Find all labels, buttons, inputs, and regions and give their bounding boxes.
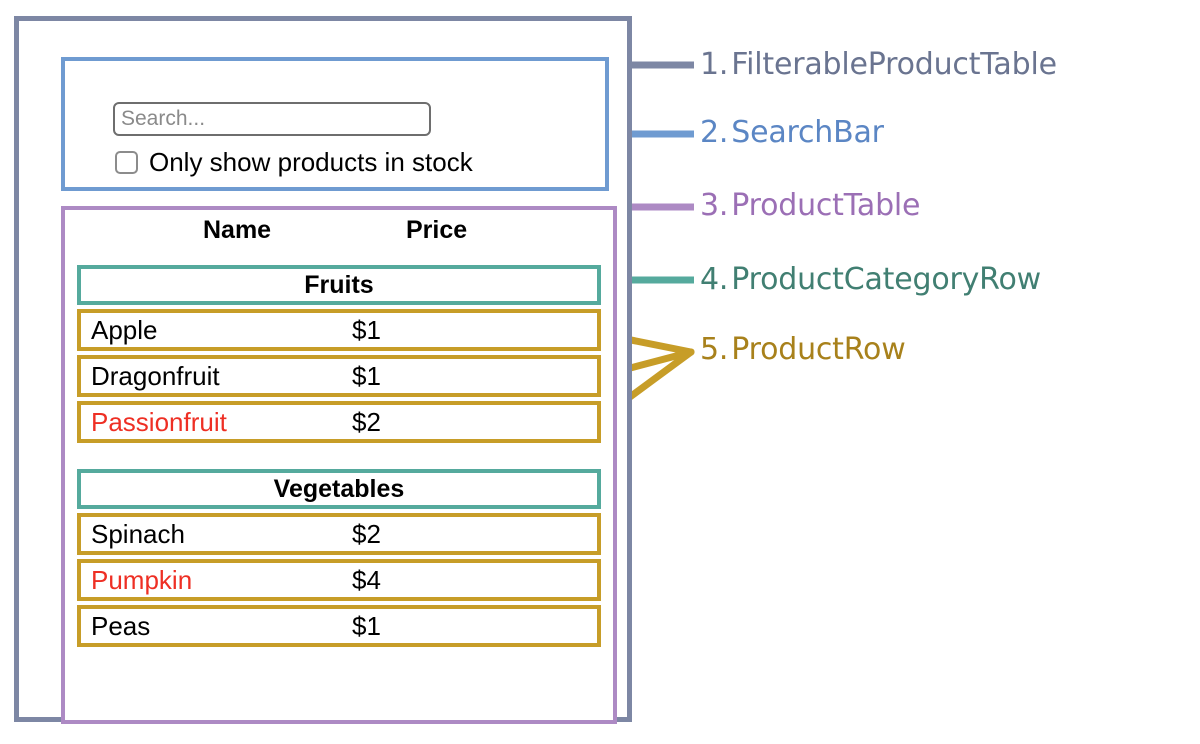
product-price: $1 bbox=[352, 611, 381, 641]
callout-label-product-table: 3.ProductTable bbox=[700, 188, 921, 223]
search-bar-boundary: Only show products in stock bbox=[61, 57, 609, 191]
callout-text: SearchBar bbox=[731, 115, 884, 150]
callout-label-product-row: 5.ProductRow bbox=[700, 335, 906, 365]
in-stock-filter-row[interactable]: Only show products in stock bbox=[115, 149, 473, 175]
product-rows-container: Fruits Apple $1 Dragonfruit $1 Passionfr… bbox=[77, 265, 601, 651]
column-header-price: Price bbox=[406, 216, 468, 244]
product-price: $1 bbox=[352, 315, 381, 345]
product-row: Peas $1 bbox=[77, 605, 601, 647]
category-spacer bbox=[77, 447, 601, 469]
callout-number: 3. bbox=[700, 188, 729, 223]
callout-text: FilterableProductTable bbox=[731, 47, 1057, 82]
in-stock-checkbox-label: Only show products in stock bbox=[149, 147, 473, 177]
product-row: Dragonfruit $1 bbox=[77, 355, 601, 397]
callout-text: ProductTable bbox=[731, 188, 921, 223]
product-price: $2 bbox=[352, 519, 381, 549]
callout-text: ProductCategoryRow bbox=[731, 262, 1041, 297]
category-label: Fruits bbox=[304, 270, 374, 299]
product-price: $2 bbox=[352, 407, 381, 437]
column-header-name: Name bbox=[203, 216, 272, 244]
callout-number: 5. bbox=[700, 332, 729, 367]
product-name: Apple bbox=[91, 315, 158, 345]
search-input[interactable] bbox=[113, 102, 431, 136]
callout-number: 2. bbox=[700, 115, 729, 150]
callout-number: 1. bbox=[700, 47, 729, 82]
product-name: Passionfruit bbox=[91, 407, 227, 437]
product-table-boundary: Name Price Fruits Apple $1 Dragonfruit $… bbox=[61, 206, 617, 724]
product-category-row: Fruits bbox=[77, 265, 601, 305]
product-row: Passionfruit $2 bbox=[77, 401, 601, 443]
product-name: Spinach bbox=[91, 519, 185, 549]
category-label: Vegetables bbox=[273, 474, 405, 503]
product-row: Spinach $2 bbox=[77, 513, 601, 555]
product-name: Pumpkin bbox=[91, 565, 193, 595]
product-row: Pumpkin $4 bbox=[77, 559, 601, 601]
callout-label-filterable-product-table: 1.FilterableProductTable bbox=[700, 50, 1057, 80]
product-price: $1 bbox=[352, 361, 381, 391]
callout-text: ProductRow bbox=[731, 332, 906, 367]
product-name: Dragonfruit bbox=[91, 361, 220, 391]
product-name: Peas bbox=[91, 611, 151, 641]
filterable-product-table-boundary: Only show products in stock Name Price F… bbox=[14, 16, 632, 724]
product-row: Apple $1 bbox=[77, 309, 601, 351]
table-header-row: Name Price bbox=[65, 216, 613, 254]
callout-label-search-bar: 2.SearchBar bbox=[700, 118, 884, 148]
callout-number: 4. bbox=[700, 262, 729, 297]
callout-label-product-category-row: 4.ProductCategoryRow bbox=[700, 265, 1041, 295]
in-stock-checkbox[interactable] bbox=[115, 150, 138, 174]
product-price: $4 bbox=[352, 565, 381, 595]
product-category-row: Vegetables bbox=[77, 469, 601, 509]
